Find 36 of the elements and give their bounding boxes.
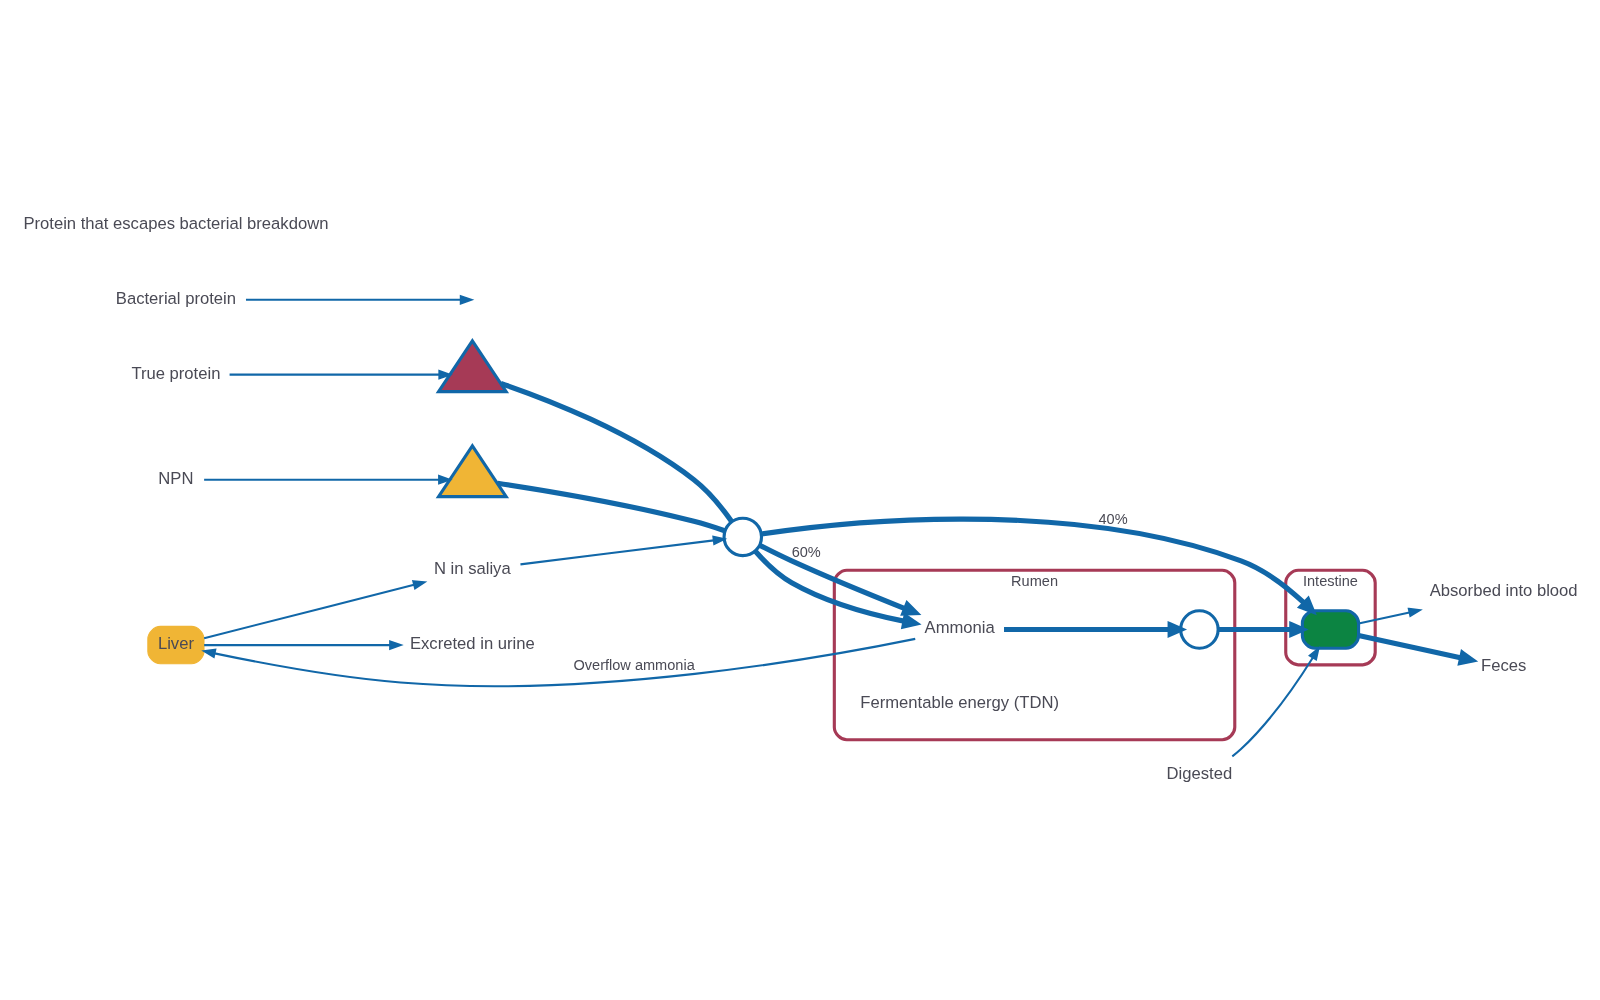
arrow [203, 580, 428, 640]
node-text: N in saliya [434, 559, 511, 579]
node-text: Absorbed into blood [1429, 581, 1578, 600]
node-box: Liver [147, 625, 205, 665]
connector [497, 480, 726, 534]
arrow [1004, 620, 1188, 638]
node-circle [1179, 609, 1220, 650]
arrow [201, 637, 916, 688]
node-text: Ammonia [924, 618, 995, 638]
node-text: NPN [158, 468, 194, 488]
node-text: Fermentable energy (TDN) [860, 693, 1059, 713]
connector [500, 381, 734, 524]
arrow [1231, 645, 1321, 758]
arrow [204, 474, 453, 485]
arrow [758, 542, 922, 616]
arrow [753, 549, 922, 630]
arrow [1218, 620, 1309, 638]
node-circle [722, 516, 764, 558]
node-text: True protein [131, 363, 221, 383]
label: Protein that escapes bacterial breakdown [23, 213, 329, 233]
arrow [204, 640, 404, 651]
node-text: Digested [1166, 764, 1233, 784]
arrow [1358, 632, 1479, 666]
arrow [760, 516, 1317, 616]
arrow [520, 535, 728, 566]
edge-label: Overflow ammonia [573, 657, 695, 674]
arrow [229, 369, 453, 380]
arrow [245, 294, 475, 305]
edge-label: 60% [791, 543, 821, 560]
arrow [1358, 607, 1423, 625]
node-text: Bacterial protein [115, 288, 236, 308]
node-box [1300, 609, 1361, 650]
edge-label: 40% [1098, 510, 1128, 527]
cluster: Intestine [1284, 568, 1377, 667]
node-text: Excreted in urine [409, 634, 535, 654]
node-text: Feces [1481, 655, 1527, 675]
